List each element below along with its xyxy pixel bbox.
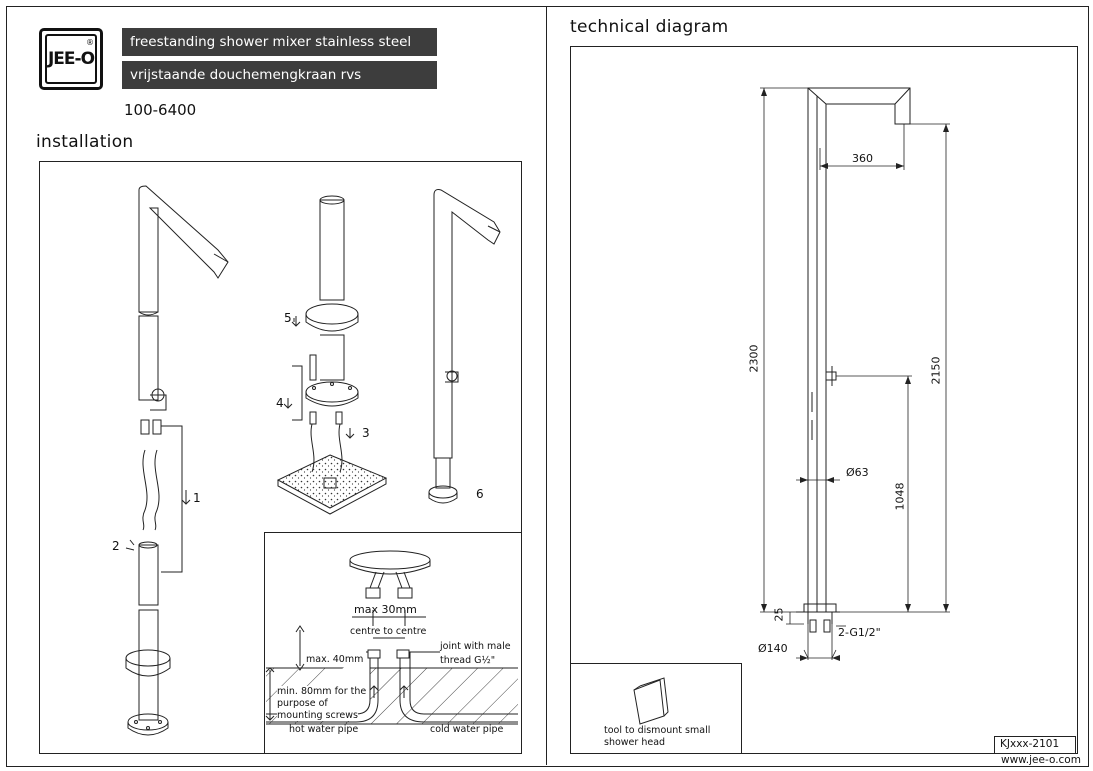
centre-to-centre-label: centre to centre	[350, 626, 427, 637]
tool-label-line2: shower head	[604, 737, 666, 748]
website: www.jee-o.com	[1001, 754, 1081, 766]
install-middle-assembly	[276, 195, 388, 515]
tool-drawing	[633, 677, 669, 725]
dim-2300: 2300	[747, 344, 761, 373]
page-border	[6, 6, 1089, 767]
tech-dimension-lines	[760, 87, 950, 660]
max-40mm-label: max. 40mm	[306, 654, 364, 665]
logo-text: JEE-O	[47, 49, 95, 69]
hot-water-pipe-label: hot water pipe	[289, 724, 359, 735]
step-1-label: 1	[193, 491, 201, 505]
detail-frame	[264, 532, 522, 754]
install-left-assembly	[125, 185, 229, 736]
article-number: 100-6400	[124, 101, 197, 119]
title-english: freestanding shower mixer stainless stee…	[122, 28, 437, 56]
tech-main-drawing	[796, 87, 911, 633]
step-4-label: 4	[276, 396, 284, 410]
joint-label-line2: thread G½"	[440, 655, 496, 666]
code-box	[994, 736, 1076, 754]
dim-1048: 1048	[893, 482, 907, 511]
drawing-code: KJxxx-2101	[1000, 738, 1060, 750]
technical-heading: technical diagram	[570, 17, 729, 37]
dim-360: 360	[852, 152, 873, 165]
step-2-label: 2	[112, 539, 120, 553]
step-3-label: 3	[362, 426, 370, 440]
installation-heading: installation	[36, 132, 134, 152]
title-dutch: vrijstaande douchemengkraan rvs	[122, 61, 437, 89]
dim-g12: 2-G1/2"	[838, 626, 881, 639]
dim-140: Ø140	[758, 642, 788, 655]
joint-label-line1: joint with male	[440, 641, 511, 652]
panel-divider	[546, 6, 547, 765]
min-80mm-line2: purpose of	[277, 698, 328, 709]
tool-label-line1: tool to dismount small	[604, 725, 711, 736]
step-6-label: 6	[476, 487, 484, 501]
min-80mm-line3: mounting screws	[277, 710, 358, 721]
dim-2150: 2150	[929, 356, 943, 385]
cold-water-pipe-label: cold water pipe	[430, 724, 504, 735]
max-30mm-label: max 30mm	[354, 603, 417, 616]
tech-arrowheads	[761, 88, 949, 661]
install-right-assembly	[428, 189, 501, 504]
step-5-label: 5	[284, 311, 292, 325]
registered-mark: ®	[86, 38, 94, 47]
dim-63: Ø63	[846, 466, 869, 479]
min-80mm-line1: min. 80mm for the	[277, 686, 367, 697]
tool-frame	[570, 663, 742, 753]
jee-o-logo: JEE-O ®	[39, 28, 103, 90]
dim-25: 25	[772, 607, 786, 622]
technical-frame	[570, 46, 1078, 754]
